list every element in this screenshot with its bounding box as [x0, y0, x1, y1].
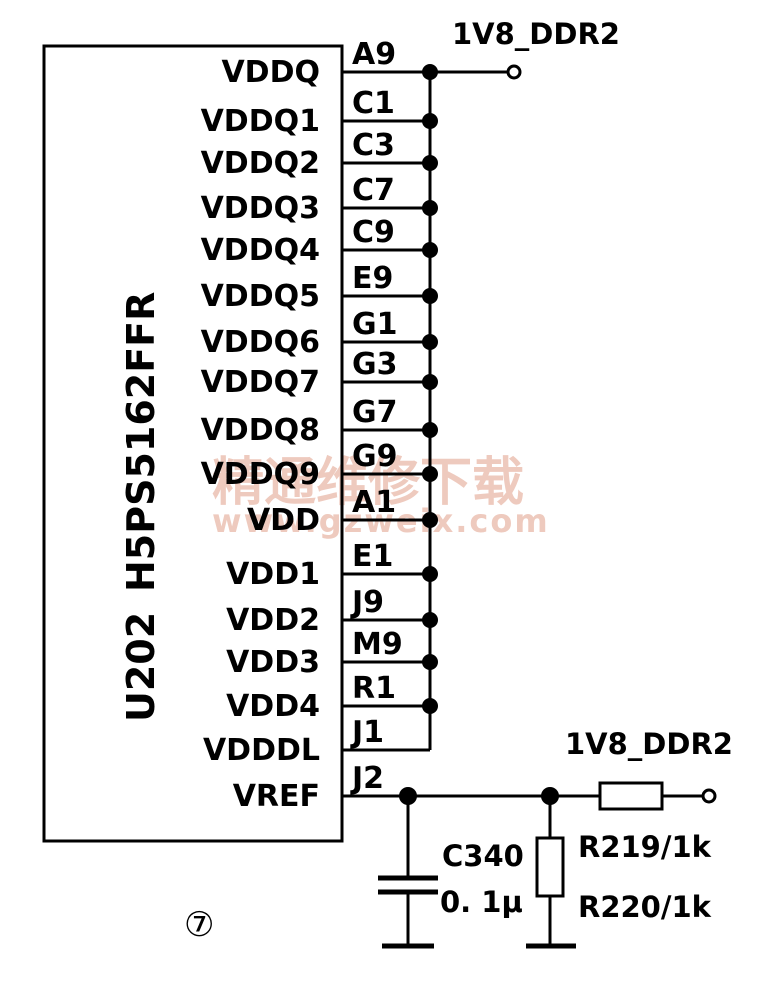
figure-number: ⑦	[184, 905, 214, 945]
pin-ball-4: C9	[352, 215, 395, 250]
bus-junction-11	[422, 566, 438, 582]
chip-body	[42, 44, 344, 843]
pin-name-1: VDDQ1	[201, 104, 320, 139]
pin-ball-11: E1	[352, 539, 393, 574]
pin-name-9: VDDQ9	[201, 457, 320, 492]
pin-ball-14: R1	[352, 671, 396, 706]
bus-junction-8	[422, 422, 438, 438]
pin-name-4: VDDQ4	[201, 233, 320, 268]
rail-terminal-vref	[701, 788, 717, 804]
pin-ball-7: G3	[352, 347, 398, 382]
pin-name-6: VDDQ6	[201, 325, 320, 360]
capacitor-ref: C340	[442, 839, 524, 873]
bus-junction-12	[422, 612, 438, 628]
bus-junction-10	[422, 512, 438, 528]
bus-junction-7	[422, 374, 438, 390]
pin-ball-13: M9	[352, 627, 403, 662]
pin-ball-8: G7	[352, 395, 398, 430]
resistor-r220	[535, 836, 565, 898]
rail-label-top: 1V8_DDR2	[452, 17, 620, 51]
pin-ball-16: J2	[350, 761, 384, 796]
resistor-r220-label: R220/1k	[578, 890, 712, 924]
bus-junction-1	[422, 113, 438, 129]
pin-name-0: VDDQ	[221, 55, 320, 90]
pin-ball-0: A9	[352, 37, 396, 72]
pin-name-10: VDD	[247, 503, 320, 538]
pin-name-list: VDDQ VDDQ1VDDQ2VDDQ3VDDQ4VDDQ5VDDQ6VDDQ7V…	[201, 55, 320, 814]
pin-ball-9: G9	[352, 439, 398, 474]
bus-junction-9	[422, 466, 438, 482]
bus-junction-5	[422, 288, 438, 304]
pin-ball-5: E9	[352, 261, 393, 296]
rail-label-vref: 1V8_DDR2	[565, 727, 733, 761]
chip-designator: U202	[119, 612, 163, 722]
pin-name-15: VDDDL	[203, 733, 320, 768]
pin-name-12: VDD2	[226, 603, 320, 638]
pin-name-3: VDDQ3	[201, 191, 320, 226]
resistor-r219-label: R219/1k	[578, 830, 712, 864]
chip-part-number: H5PS5162FFR	[119, 292, 163, 592]
pin-name-11: VDD1	[226, 557, 320, 592]
pin-name-5: VDDQ5	[201, 279, 320, 314]
pin-name-7: VDDQ7	[201, 365, 320, 400]
capacitor-value: 0. 1μ	[440, 885, 523, 919]
pin-name-13: VDD3	[226, 645, 320, 680]
pin-ball-2: C3	[352, 128, 395, 163]
watermark-chinese: 精通维修下载	[212, 453, 524, 513]
pin-name-8: VDDQ8	[201, 413, 320, 448]
bus-junctions	[422, 64, 438, 714]
bus-junction-4	[422, 242, 438, 258]
bus-junction-14	[422, 698, 438, 714]
pin-name-14: VDD4	[226, 689, 320, 724]
bus-junction-6	[422, 334, 438, 350]
pin-name-16: VREF	[233, 779, 320, 814]
rail-terminal-top	[506, 64, 522, 80]
pin-ball-6: G1	[352, 307, 398, 342]
resistor-r219	[598, 781, 664, 811]
pin-name-2: VDDQ2	[201, 146, 320, 181]
bus-junction-2	[422, 155, 438, 171]
bus-junction-13	[422, 654, 438, 670]
pin-wire-list	[342, 70, 430, 752]
pin-ball-15: J1	[350, 715, 384, 750]
bus-junction-0	[422, 64, 438, 80]
pin-ball-1: C1	[352, 86, 395, 121]
bus-junction-3	[422, 200, 438, 216]
pin-ball-10: A1	[352, 485, 396, 520]
pin-ball-3: C7	[352, 173, 395, 208]
pin-ball-12: J9	[350, 585, 384, 620]
